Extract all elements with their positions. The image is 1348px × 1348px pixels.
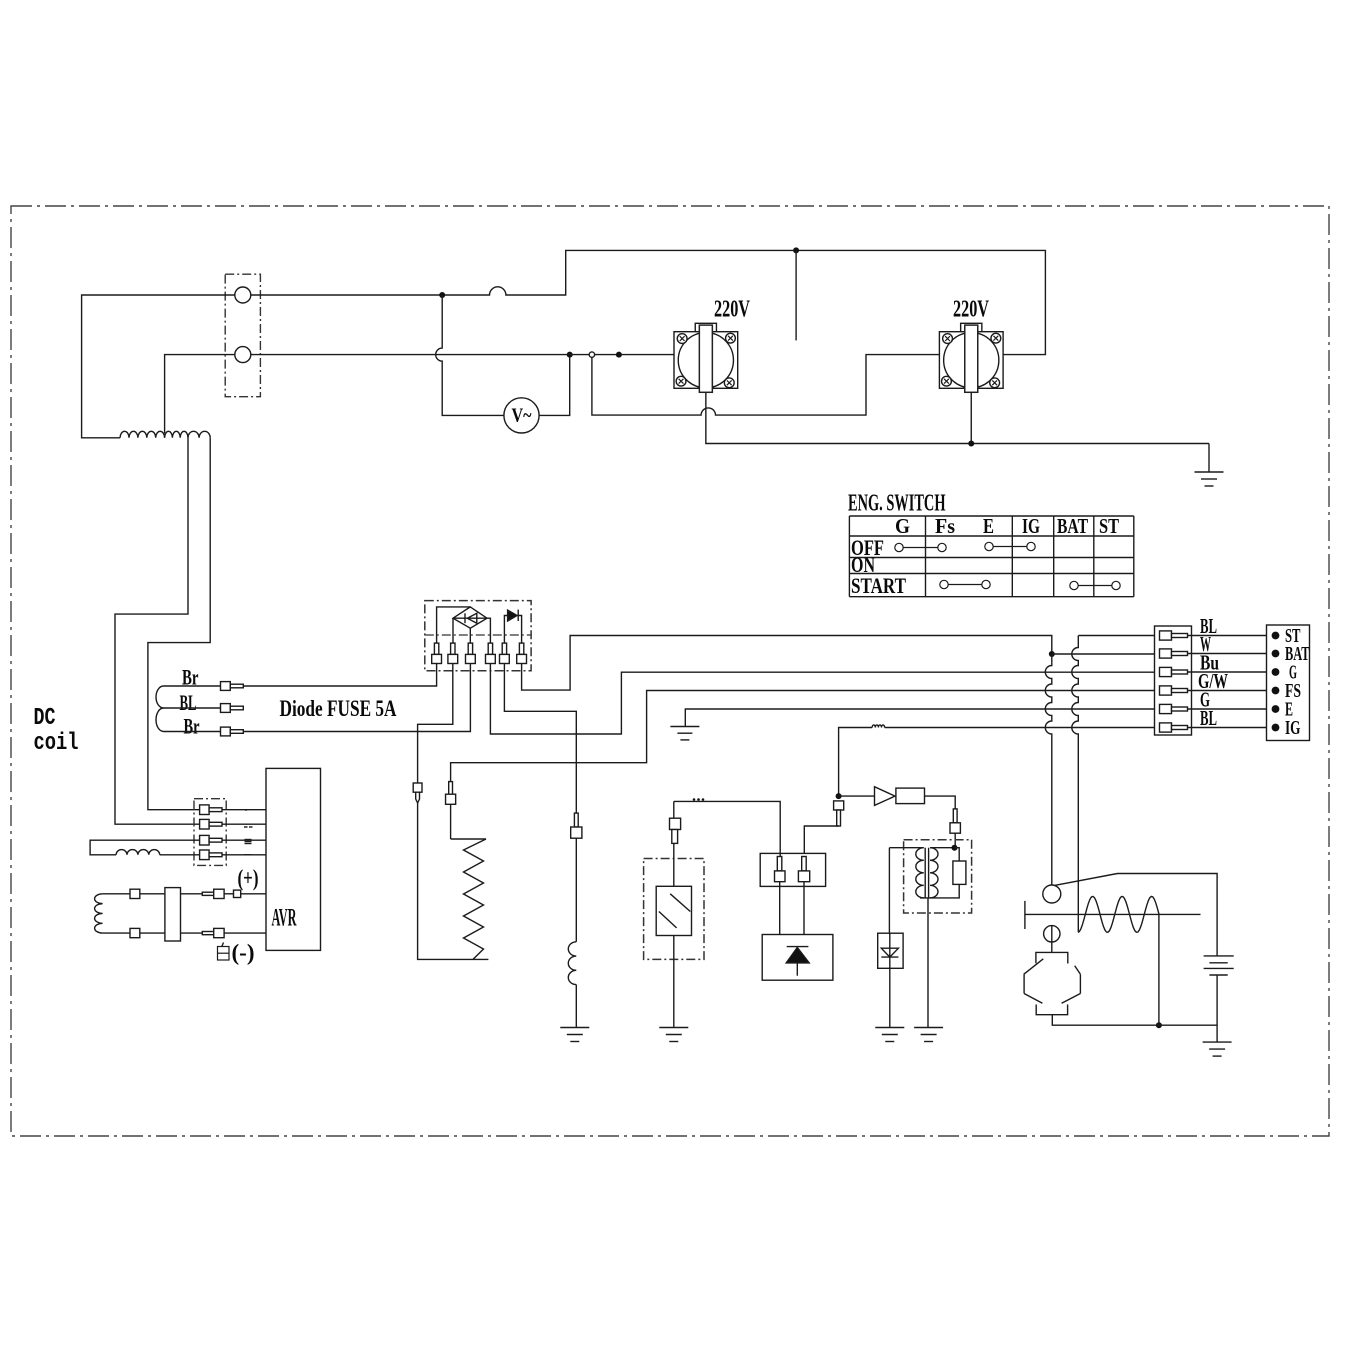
svg-text:G: G xyxy=(1289,662,1297,684)
svg-text:IG: IG xyxy=(1285,717,1301,739)
svg-text:START: START xyxy=(851,573,906,598)
svg-text:BL: BL xyxy=(1200,614,1217,638)
svg-text:ENG. SWITCH: ENG. SWITCH xyxy=(848,491,946,517)
svg-text:E: E xyxy=(983,514,994,538)
svg-text:(-): (-) xyxy=(232,940,255,965)
svg-text:ST: ST xyxy=(1099,514,1119,538)
svg-text:FS: FS xyxy=(1285,680,1301,702)
svg-text:OFF: OFF xyxy=(851,535,884,560)
svg-text:ON: ON xyxy=(851,552,875,577)
svg-text:Bu: Bu xyxy=(1200,651,1219,675)
svg-text:BL: BL xyxy=(1200,706,1217,730)
svg-text:BAT: BAT xyxy=(1285,643,1310,665)
svg-text:BAT: BAT xyxy=(1057,514,1088,538)
svg-text:BL: BL xyxy=(180,690,197,715)
svg-text:G: G xyxy=(895,514,910,538)
svg-text:V~: V~ xyxy=(512,405,532,427)
svg-text:E: E xyxy=(1285,699,1293,721)
svg-text:G/W: G/W xyxy=(1198,669,1228,693)
svg-text:Diode FUSE 5A: Diode FUSE 5A xyxy=(280,696,397,722)
svg-text:DC: DC xyxy=(34,705,56,732)
svg-text:220V: 220V xyxy=(714,297,750,323)
svg-text:coil: coil xyxy=(34,730,79,757)
svg-text:G: G xyxy=(1200,688,1210,712)
svg-text:Br: Br xyxy=(182,665,199,690)
svg-text:AVR: AVR xyxy=(272,905,297,932)
svg-text:Br: Br xyxy=(184,714,200,739)
svg-text:(+): (+) xyxy=(238,866,259,891)
svg-text:W: W xyxy=(1200,632,1211,656)
svg-text:Fs: Fs xyxy=(935,514,955,538)
svg-text:IG: IG xyxy=(1022,514,1040,538)
svg-text:ST: ST xyxy=(1285,625,1301,647)
svg-text:220V: 220V xyxy=(953,297,989,323)
